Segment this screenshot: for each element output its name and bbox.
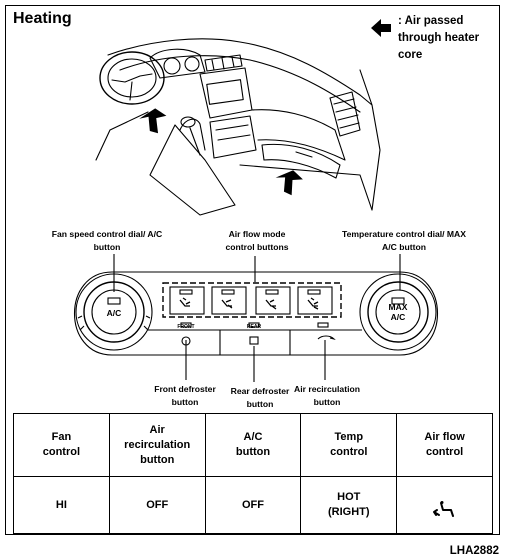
air-flow-callout: Air flow mode control buttons — [225, 229, 289, 252]
value-ac-button: OFF — [204, 476, 302, 534]
rear-defroster-button[interactable]: REAR — [246, 324, 262, 330]
page-title: Heating — [13, 10, 72, 27]
settings-table: Fan control Air recirculation button A/C… — [13, 412, 493, 534]
header-air-flow-control: Air flow control — [396, 412, 493, 478]
header-air-recirculation: Air recirculation button — [108, 412, 206, 478]
dashboard-illustration — [95, 38, 381, 216]
legend-text: : Air passed through heater core — [398, 15, 480, 61]
fan-speed-callout: Fan speed control dial/ A/C button — [51, 229, 163, 252]
figure-frame — [5, 5, 500, 535]
value-temp-control: HOT (RIGHT) — [300, 476, 398, 534]
rear-defroster-callout: Rear defroster button — [230, 386, 290, 409]
value-air-recirculation: OFF — [108, 476, 206, 534]
left-dial-indicator — [107, 297, 121, 305]
air-recirculation-callout: Air recirculation button — [294, 384, 360, 407]
floor-vent-icon — [432, 501, 454, 518]
header-ac-button: A/C button — [204, 412, 302, 478]
arrow-left-icon — [371, 19, 391, 37]
value-air-flow-control — [396, 476, 493, 534]
ac-button-label[interactable]: A/C — [106, 308, 122, 318]
value-fan-control: HI — [13, 476, 110, 534]
table-row: HI OFF OFF HOT (RIGHT) — [13, 476, 493, 534]
header-fan-control: Fan control — [13, 412, 110, 478]
max-ac-button-label[interactable]: MAX A/C — [388, 302, 408, 322]
table-header-row: Fan control Air recirculation button A/C… — [13, 412, 493, 478]
front-defroster-callout: Front defroster button — [154, 384, 216, 407]
figure-code: LHA2882 — [449, 545, 499, 557]
control-panel — [73, 254, 439, 382]
front-defroster-button[interactable]: FRONT — [177, 324, 195, 330]
temperature-callout: Temperature control dial/ MAX A/C button — [342, 229, 466, 252]
header-temp-control: Temp control — [300, 412, 398, 478]
